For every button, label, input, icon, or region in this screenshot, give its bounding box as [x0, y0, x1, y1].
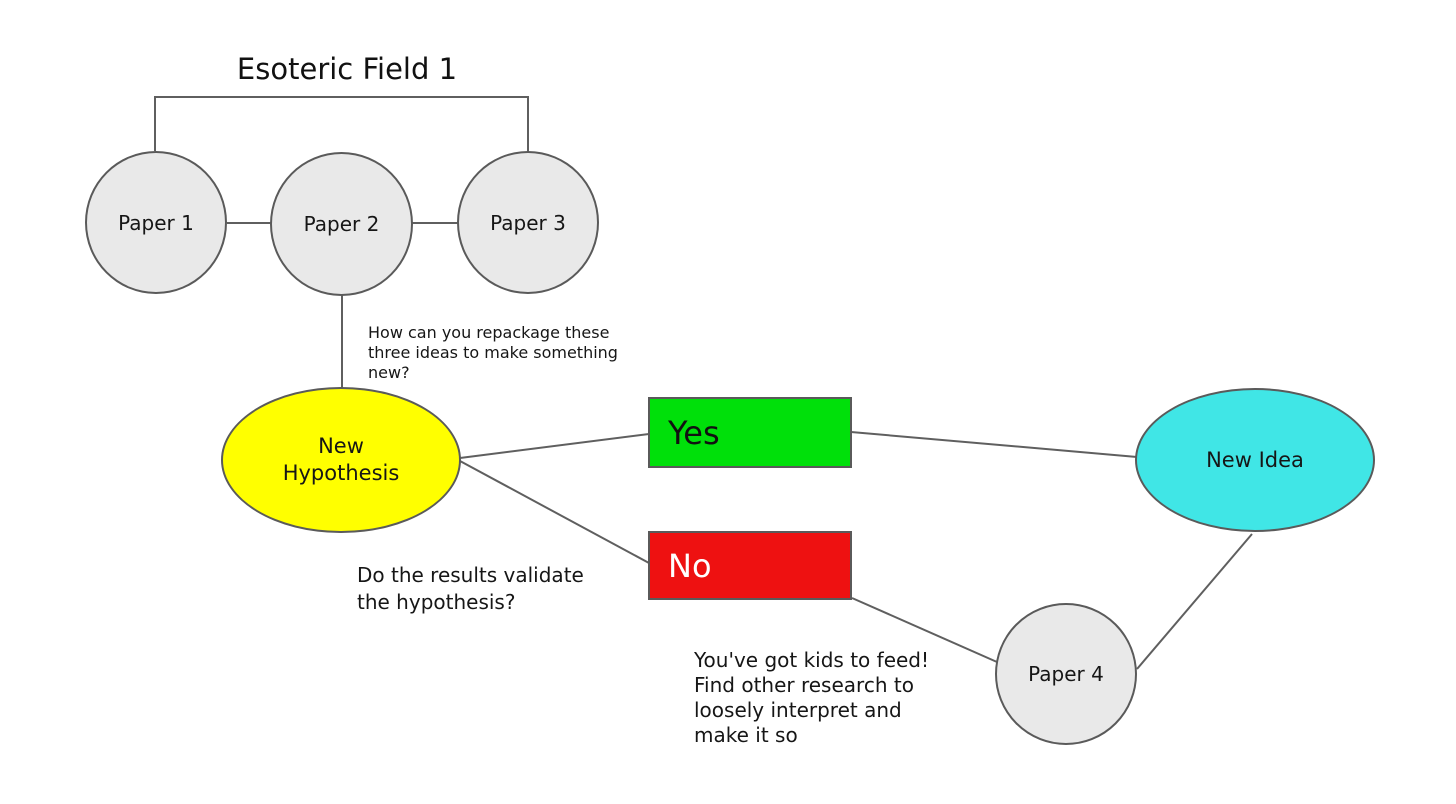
node-paper-1: Paper 1	[85, 151, 227, 294]
annotation-kids-to-feed: You've got kids to feed! Find other rese…	[694, 648, 930, 747]
node-paper-3: Paper 3	[457, 151, 599, 294]
decision-box-no: No	[648, 531, 852, 600]
node-new-hypothesis: New Hypothesis	[221, 387, 461, 533]
node-paper-4-label: Paper 4	[1028, 662, 1104, 686]
line-hypothesis-no	[459, 460, 650, 564]
node-paper-1-label: Paper 1	[118, 210, 194, 235]
line-hypothesis-yes	[459, 433, 650, 459]
decision-box-yes: Yes	[648, 397, 852, 468]
line-yes-newidea	[850, 431, 1138, 458]
node-paper-3-label: Paper 3	[490, 210, 566, 235]
node-new-idea-label: New Idea	[1206, 447, 1304, 472]
annotation-repackage: How can you repackage these three ideas …	[368, 323, 618, 382]
field-bracket-line	[154, 96, 529, 152]
line-paper4-newidea	[1136, 533, 1253, 670]
decision-box-yes-label: Yes	[668, 413, 720, 452]
node-new-hypothesis-label: New Hypothesis	[282, 434, 400, 485]
node-paper-4: Paper 4	[995, 603, 1137, 745]
diagram-title: Esoteric Field 1	[236, 52, 458, 86]
node-paper-2-label: Paper 2	[303, 212, 380, 236]
annotation-validate: Do the results validate the hypothesis?	[357, 563, 584, 614]
node-new-idea: New Idea	[1135, 388, 1375, 532]
decision-box-no-label: No	[668, 546, 712, 585]
node-paper-2: Paper 2	[270, 152, 413, 296]
